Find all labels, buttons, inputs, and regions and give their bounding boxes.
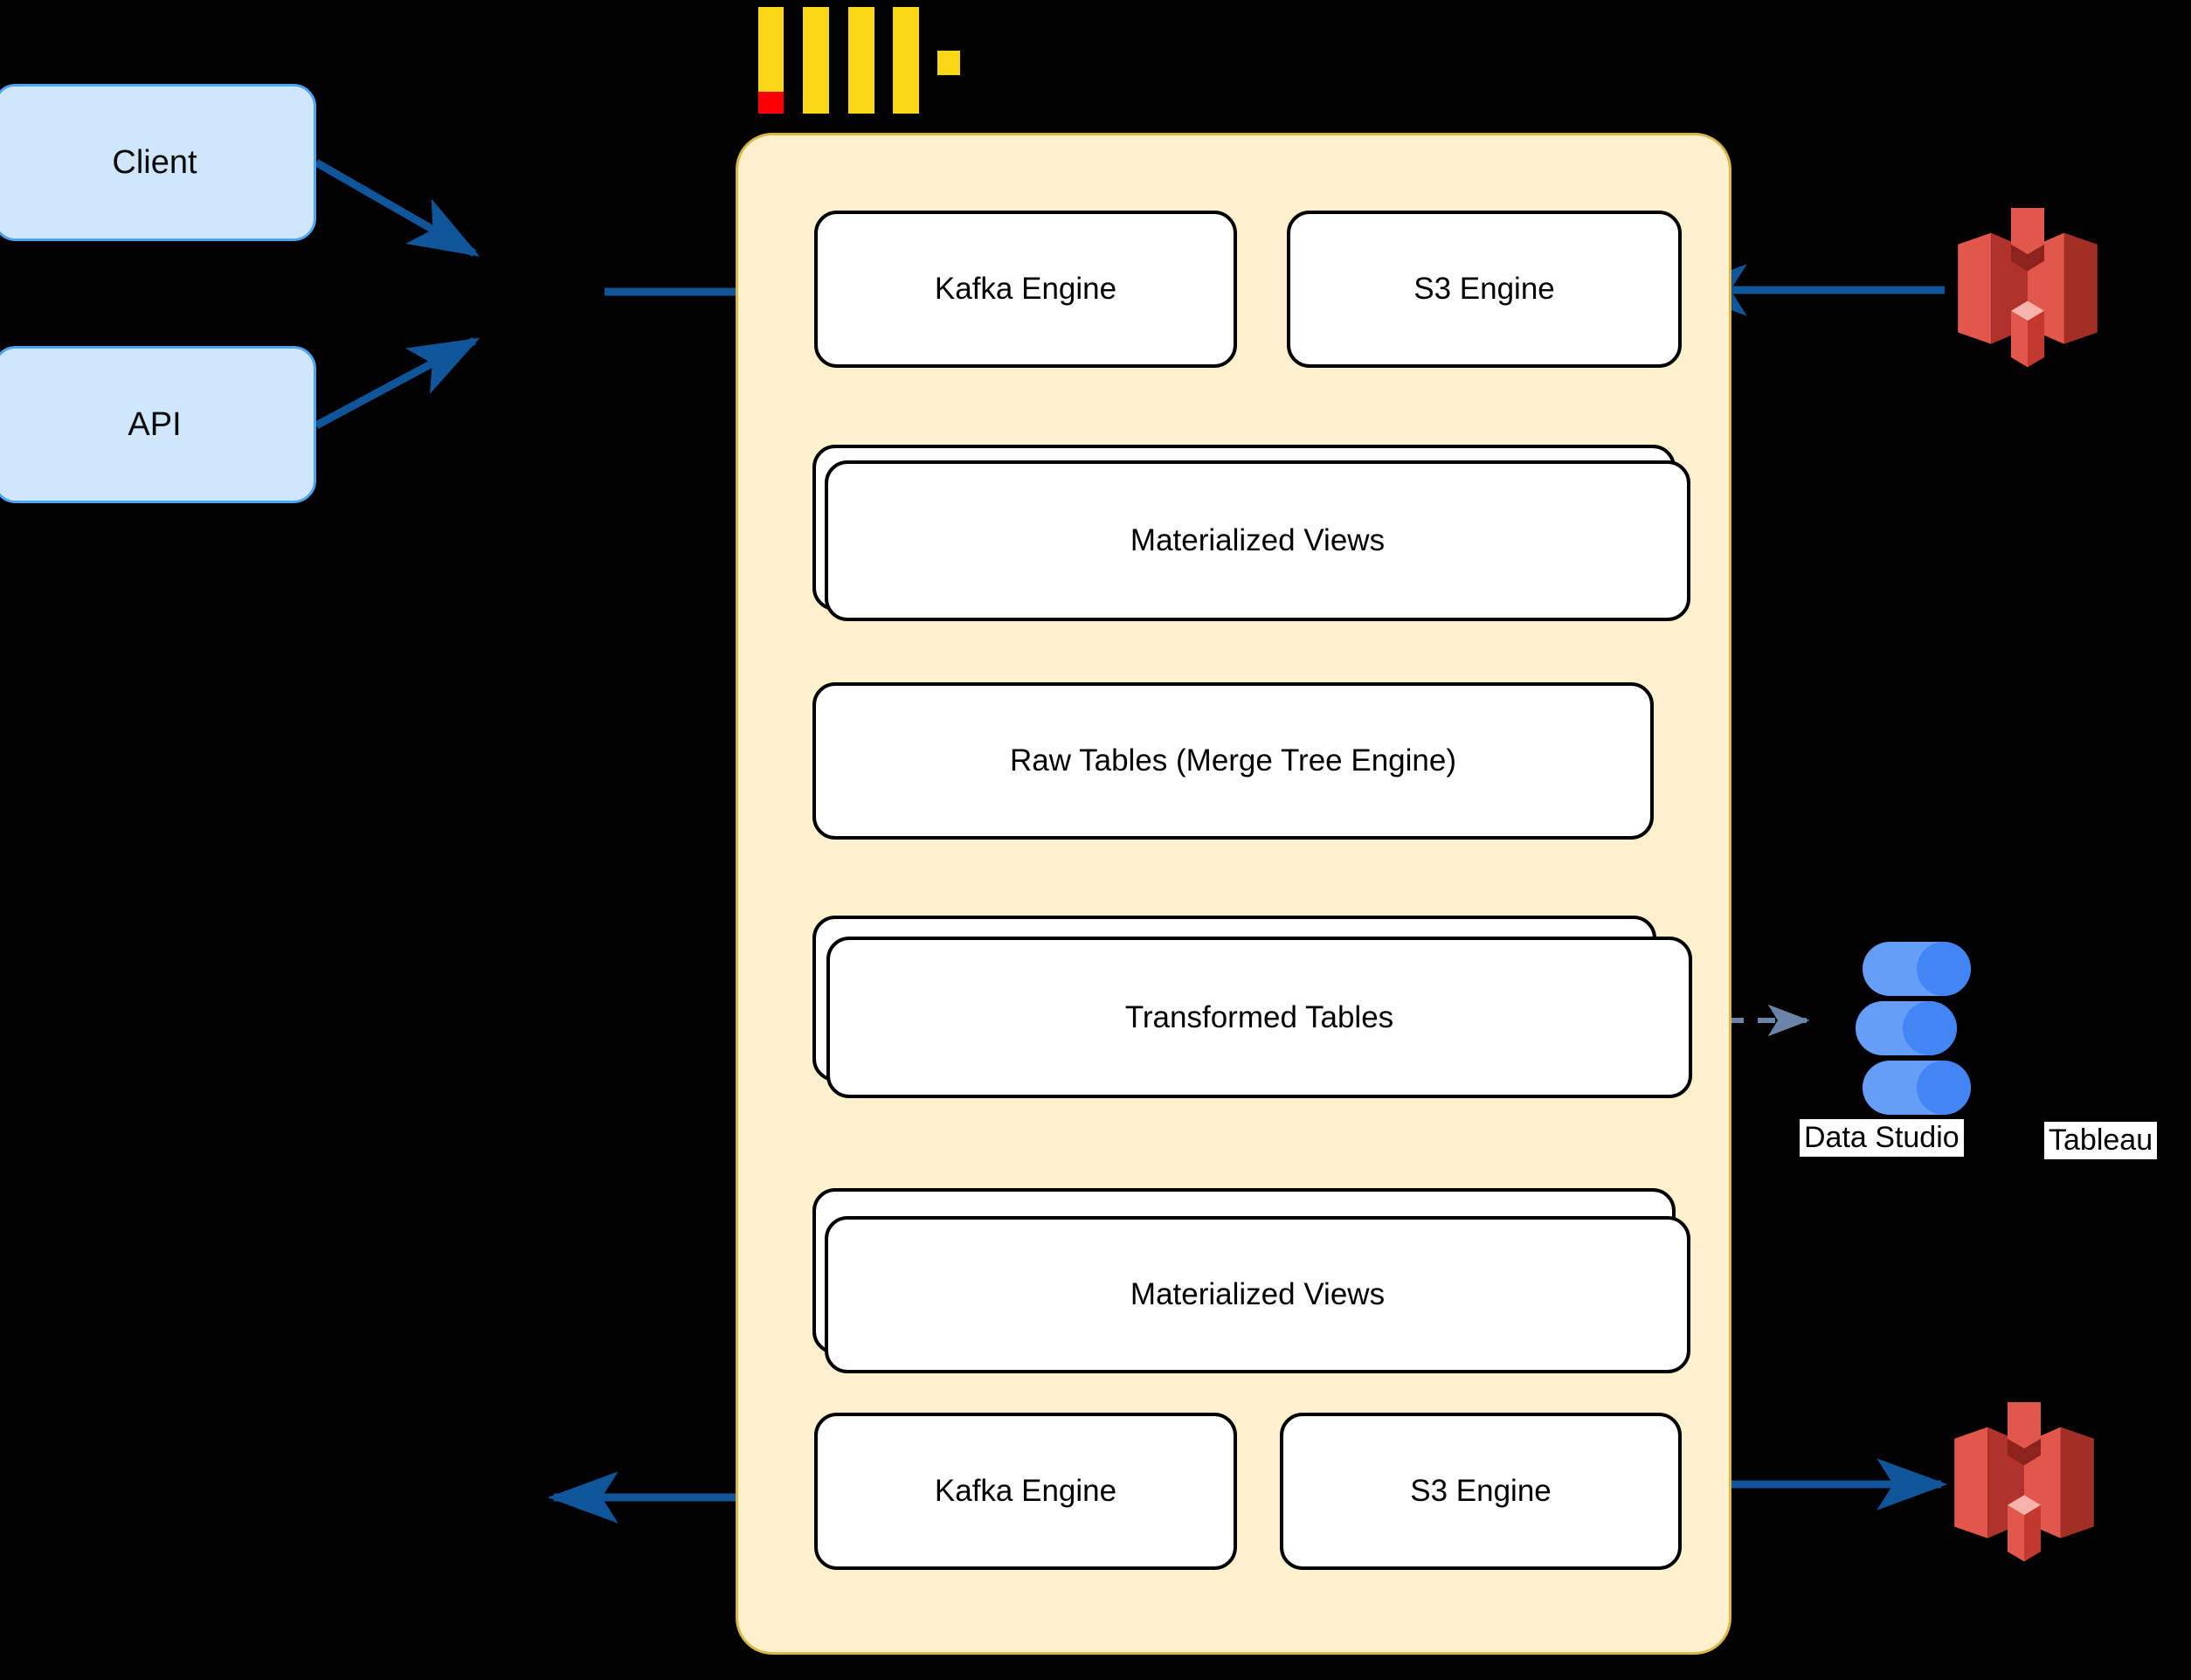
source-box-client-label: Client	[112, 143, 197, 181]
process-box-transformed-tables[interactable]: Transformed Tables	[826, 937, 1692, 1098]
process-box-materialized-views-1[interactable]: Materialized Views	[825, 460, 1690, 621]
data-studio-icon	[1856, 942, 1971, 1117]
connector-api-to-junction	[314, 337, 480, 429]
process-box-s3-engine-in[interactable]: S3 Engine	[1287, 211, 1682, 368]
connector-client-to-junction	[314, 159, 480, 257]
process-box-kafka-engine-in-label: Kafka Engine	[934, 272, 1117, 306]
external-label-data-studio: Data Studio	[1800, 1119, 1964, 1157]
source-box-client[interactable]: Client	[0, 84, 316, 241]
process-box-raw-tables[interactable]: Raw Tables (Merge Tree Engine)	[812, 682, 1654, 840]
aws-s3-icon	[1958, 208, 2098, 368]
clickhouse-container	[736, 133, 1731, 1655]
process-box-materialized-views-2-label: Materialized Views	[1130, 1277, 1386, 1311]
source-box-api-label: API	[128, 405, 182, 443]
clickhouse-logo	[758, 7, 960, 114]
aws-s3-icon	[1954, 1402, 2094, 1562]
process-box-kafka-engine-in[interactable]: Kafka Engine	[814, 211, 1237, 368]
process-box-kafka-engine-out[interactable]: Kafka Engine	[814, 1413, 1237, 1570]
process-box-s3-engine-out-label: S3 Engine	[1410, 1474, 1552, 1508]
process-box-kafka-engine-out-label: Kafka Engine	[934, 1474, 1117, 1508]
process-box-s3-engine-out[interactable]: S3 Engine	[1280, 1413, 1682, 1570]
process-box-materialized-views-1-label: Materialized Views	[1130, 523, 1386, 557]
external-label-tableau: Tableau	[2044, 1122, 2158, 1159]
process-box-s3-engine-in-label: S3 Engine	[1413, 272, 1555, 306]
source-box-api[interactable]: API	[0, 346, 316, 503]
process-box-transformed-tables-label: Transformed Tables	[1124, 999, 1394, 1034]
process-box-materialized-views-2[interactable]: Materialized Views	[825, 1216, 1690, 1373]
process-box-raw-tables-label: Raw Tables (Merge Tree Engine)	[1010, 743, 1456, 778]
